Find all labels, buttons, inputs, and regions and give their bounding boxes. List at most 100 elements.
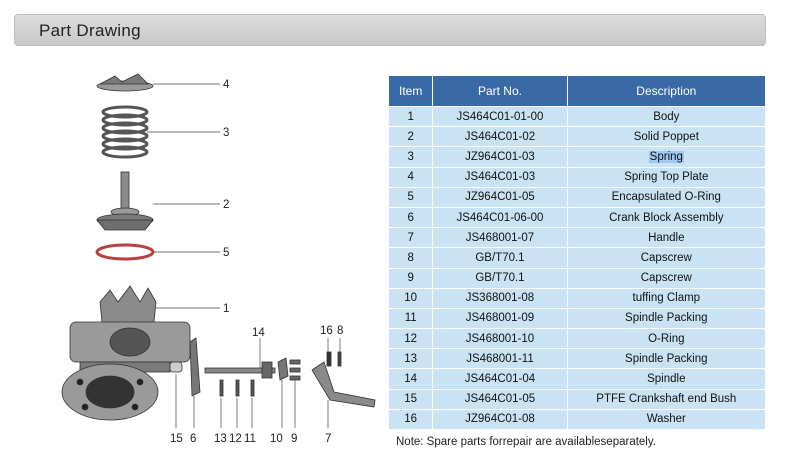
column-header-part-no: Part No. xyxy=(432,75,568,107)
callout-15: 15 xyxy=(170,433,183,445)
callout-12: 12 xyxy=(229,433,242,445)
description-cell: Spindle Packing xyxy=(566,307,767,330)
part-no-cell: GB/T70.1 xyxy=(432,247,568,269)
part-no-cell: JS468001-07 xyxy=(432,227,568,249)
callout-10: 10 xyxy=(270,433,283,445)
part-no-cell: JZ964C01-03 xyxy=(432,146,568,168)
spindle-part xyxy=(204,361,276,379)
part-no-cell: GB/T70.1 xyxy=(432,267,568,289)
callout-16: 16 xyxy=(320,325,333,337)
item-cell: 3 xyxy=(387,146,434,168)
packing-parts xyxy=(219,379,255,397)
item-cell: 16 xyxy=(387,408,434,431)
callout-9: 9 xyxy=(291,433,297,445)
description-cell: Capscrew xyxy=(566,267,767,289)
selected-text-highlight[interactable]: Spring xyxy=(648,150,684,163)
callout-13: 13 xyxy=(214,433,227,445)
callout-4: 4 xyxy=(223,79,230,91)
description-cell: Capscrew xyxy=(566,247,767,269)
handle-part xyxy=(311,361,376,408)
exploded-part-drawing: 4 3 2 5 1 14 16 8 15 6 13 12 11 10 9 7 xyxy=(61,73,376,445)
description-cell: Spring Top Plate xyxy=(566,166,767,188)
part-no-cell: JS468001-10 xyxy=(432,328,568,350)
item-cell: 5 xyxy=(387,186,434,208)
description-cell: Spring xyxy=(566,146,767,168)
part-no-cell: JZ964C01-08 xyxy=(432,408,568,431)
callout-1: 1 xyxy=(223,303,229,315)
item-cell: 1 xyxy=(387,105,434,128)
callout-5: 5 xyxy=(223,247,229,259)
part-no-cell: JS464C01-02 xyxy=(432,126,568,148)
item-cell: 7 xyxy=(387,227,434,249)
callout-14: 14 xyxy=(252,327,265,339)
part-no-cell: JS464C01-04 xyxy=(432,368,568,390)
section-header-bar: Part Drawing xyxy=(14,14,766,46)
description-cell: Crank Block Assembly xyxy=(566,206,767,229)
item-cell: 2 xyxy=(387,126,434,148)
description-cell: Body xyxy=(566,105,767,128)
spring-top-plate-part xyxy=(96,73,154,92)
callout-8: 8 xyxy=(337,325,343,337)
item-cell: 8 xyxy=(387,247,434,269)
callout-6: 6 xyxy=(190,433,196,445)
description-cell: Spindle xyxy=(566,368,767,390)
item-cell: 11 xyxy=(387,307,434,330)
stuffing-clamp-part xyxy=(277,357,289,381)
description-cell: tuffing Clamp xyxy=(566,287,767,309)
callout-7: 7 xyxy=(325,433,331,445)
item-cell: 6 xyxy=(387,206,434,229)
spare-parts-note: Note: Spare parts forrepair are availabl… xyxy=(396,436,656,448)
column-header-description: Description xyxy=(566,75,767,107)
description-cell: Solid Poppet xyxy=(566,126,767,148)
callout-3: 3 xyxy=(223,127,229,139)
description-cell: Washer xyxy=(566,408,767,431)
crank-block-part xyxy=(189,337,201,397)
capscrew-part-8 xyxy=(337,351,342,367)
item-cell: 12 xyxy=(387,328,434,350)
callout-11: 11 xyxy=(244,433,256,445)
part-no-cell: JZ964C01-05 xyxy=(432,186,568,208)
description-cell: O-Ring xyxy=(566,328,767,350)
item-cell: 15 xyxy=(387,388,434,410)
solid-poppet-part xyxy=(96,171,154,231)
callout-2: 2 xyxy=(223,199,229,211)
description-cell: PTFE Crankshaft end Bush xyxy=(566,388,767,410)
washer-part xyxy=(326,351,332,367)
part-no-cell: JS464C01-05 xyxy=(432,388,568,410)
item-cell: 4 xyxy=(387,166,434,188)
part-no-cell: JS464C01-01-00 xyxy=(432,105,568,128)
parts-table-header-row: Item Part No. Description xyxy=(387,75,767,107)
item-cell: 10 xyxy=(387,287,434,309)
capscrew-parts-9 xyxy=(289,359,301,381)
item-cell: 9 xyxy=(387,267,434,289)
part-no-cell: JS368001-08 xyxy=(432,287,568,309)
description-cell: Spindle Packing xyxy=(566,348,767,370)
body-part xyxy=(61,285,191,421)
description-cell: Encapsulated O-Ring xyxy=(566,186,767,208)
part-no-cell: JS464C01-03 xyxy=(432,166,568,188)
ptfe-bush-part xyxy=(169,361,183,373)
item-cell: 13 xyxy=(387,348,434,370)
section-title: Part Drawing xyxy=(39,21,141,40)
spring-part xyxy=(101,105,149,159)
description-cell: Handle xyxy=(566,227,767,249)
part-no-cell: JS468001-09 xyxy=(432,307,568,330)
encapsulated-o-ring-part xyxy=(95,243,155,261)
